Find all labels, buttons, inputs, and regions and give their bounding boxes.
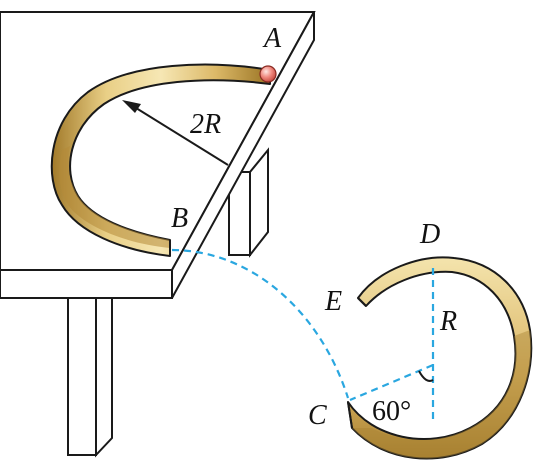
table-side-edge xyxy=(171,11,315,299)
small-circular-track xyxy=(347,256,533,460)
radius-arrow-2r xyxy=(122,100,229,166)
label-b: B xyxy=(171,203,188,234)
label-angle: 60° xyxy=(372,396,411,427)
ball xyxy=(259,65,277,83)
label-c: C xyxy=(308,400,327,431)
large-track-inner xyxy=(59,146,171,248)
label-2r: 2R xyxy=(190,109,221,140)
table-front-edge xyxy=(0,269,173,299)
table-front-leg xyxy=(67,297,97,456)
small-track-inner xyxy=(352,330,532,459)
table-back-leg-side xyxy=(249,147,269,258)
projectile-path xyxy=(171,248,350,399)
table-front-leg-side xyxy=(95,297,113,458)
label-a: A xyxy=(262,23,282,54)
dashed-lines xyxy=(171,248,435,420)
label-d: D xyxy=(419,219,440,250)
arrow-head xyxy=(122,100,141,113)
small-track-band xyxy=(347,256,533,460)
label-r: R xyxy=(439,306,457,337)
angle-arc xyxy=(418,370,434,382)
radius-line-to-c xyxy=(349,363,434,402)
label-e: E xyxy=(324,286,342,317)
